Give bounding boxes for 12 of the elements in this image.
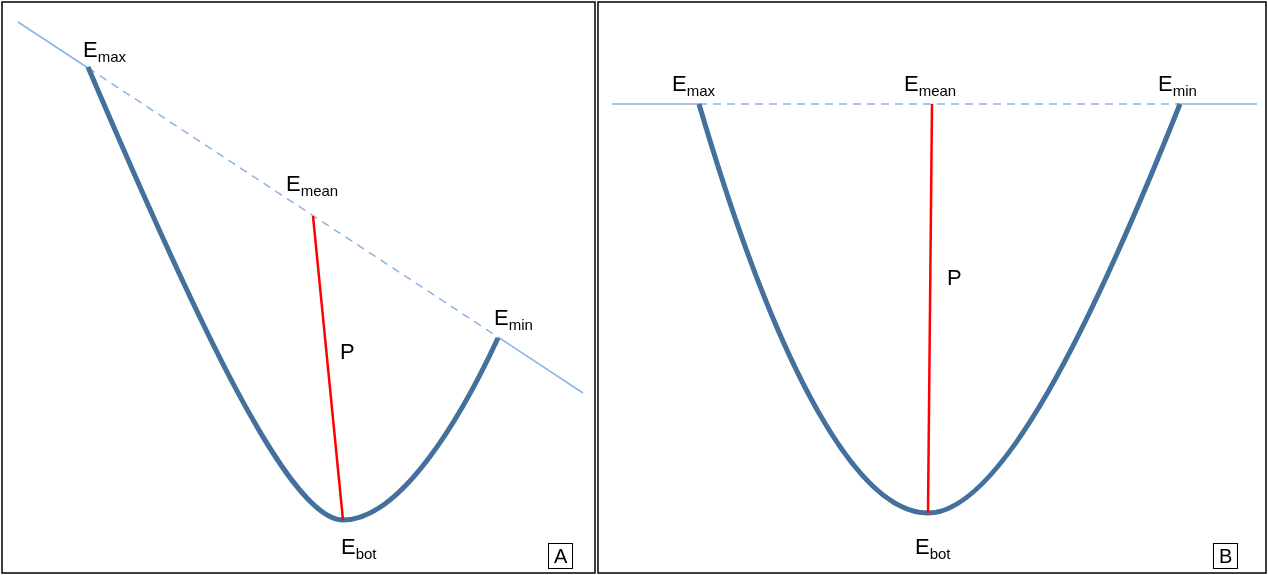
energy-label: E$_{min}$ [494, 306, 533, 335]
energy-label: E$_{max}$ [672, 72, 716, 101]
energy-label: E$_{mean}$ [286, 172, 339, 201]
panel-letter: B [1213, 543, 1239, 569]
energy-label: E$_{bot}$ [915, 535, 951, 564]
energy-label: E$_{bot}$ [341, 535, 377, 564]
panel-letter: A [548, 543, 574, 569]
energy-label: E$_{mean}$ [904, 72, 957, 101]
energy-label: E$_{max}$ [83, 38, 127, 67]
length-label: P [947, 266, 962, 290]
energy-label: E$_{min}$ [1158, 72, 1197, 101]
length-label: P [340, 340, 355, 364]
